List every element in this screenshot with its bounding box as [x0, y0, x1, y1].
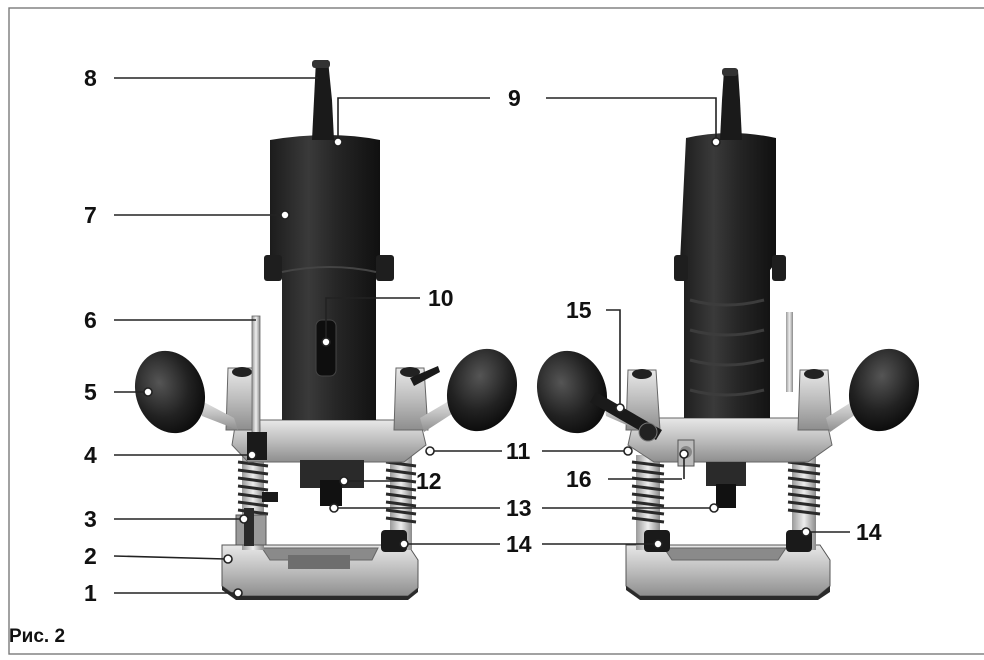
callout-label: 8: [84, 65, 97, 91]
callout-label: 6: [84, 307, 97, 333]
callout-label: 1: [84, 580, 97, 606]
callout-label: 13: [506, 495, 532, 521]
callout-8: 8: [84, 65, 318, 91]
callout-9: 9: [333, 85, 721, 147]
callout-14-right: 14: [801, 519, 882, 545]
callout-13: 13: [329, 495, 719, 521]
callout-11: 11: [425, 438, 633, 464]
callout-12: 12: [339, 468, 442, 494]
callout-3: 3: [84, 506, 249, 532]
callout-label: 14: [506, 531, 532, 557]
callout-label: 11: [506, 438, 531, 464]
callout-label: 9: [508, 85, 521, 111]
callout-label: 12: [416, 468, 442, 494]
figure-caption: Рис. 2: [9, 626, 66, 647]
callout-label: 15: [566, 297, 592, 323]
callout-label: 14: [856, 519, 882, 545]
callout-label: 4: [84, 442, 97, 468]
callout-label: 10: [428, 285, 454, 311]
callout-7: 7: [84, 202, 290, 228]
callout-15: 15: [566, 297, 625, 413]
callout-1: 1: [84, 580, 243, 606]
callout-label: 5: [84, 379, 97, 405]
callout-label: 7: [84, 202, 97, 228]
figure-border: [8, 7, 984, 655]
callout-label: 3: [84, 506, 97, 532]
callout-4: 4: [84, 442, 257, 468]
callout-16: 16: [566, 449, 689, 492]
callout-2: 2: [84, 543, 233, 569]
callout-14-left: 14: [399, 531, 663, 557]
callout-5: 5: [84, 379, 153, 405]
callout-label: 2: [84, 543, 97, 569]
router-left-illustration: [134, 60, 518, 600]
callout-10: 10: [321, 285, 454, 347]
callout-label: 16: [566, 466, 592, 492]
callout-6: 6: [84, 307, 256, 333]
